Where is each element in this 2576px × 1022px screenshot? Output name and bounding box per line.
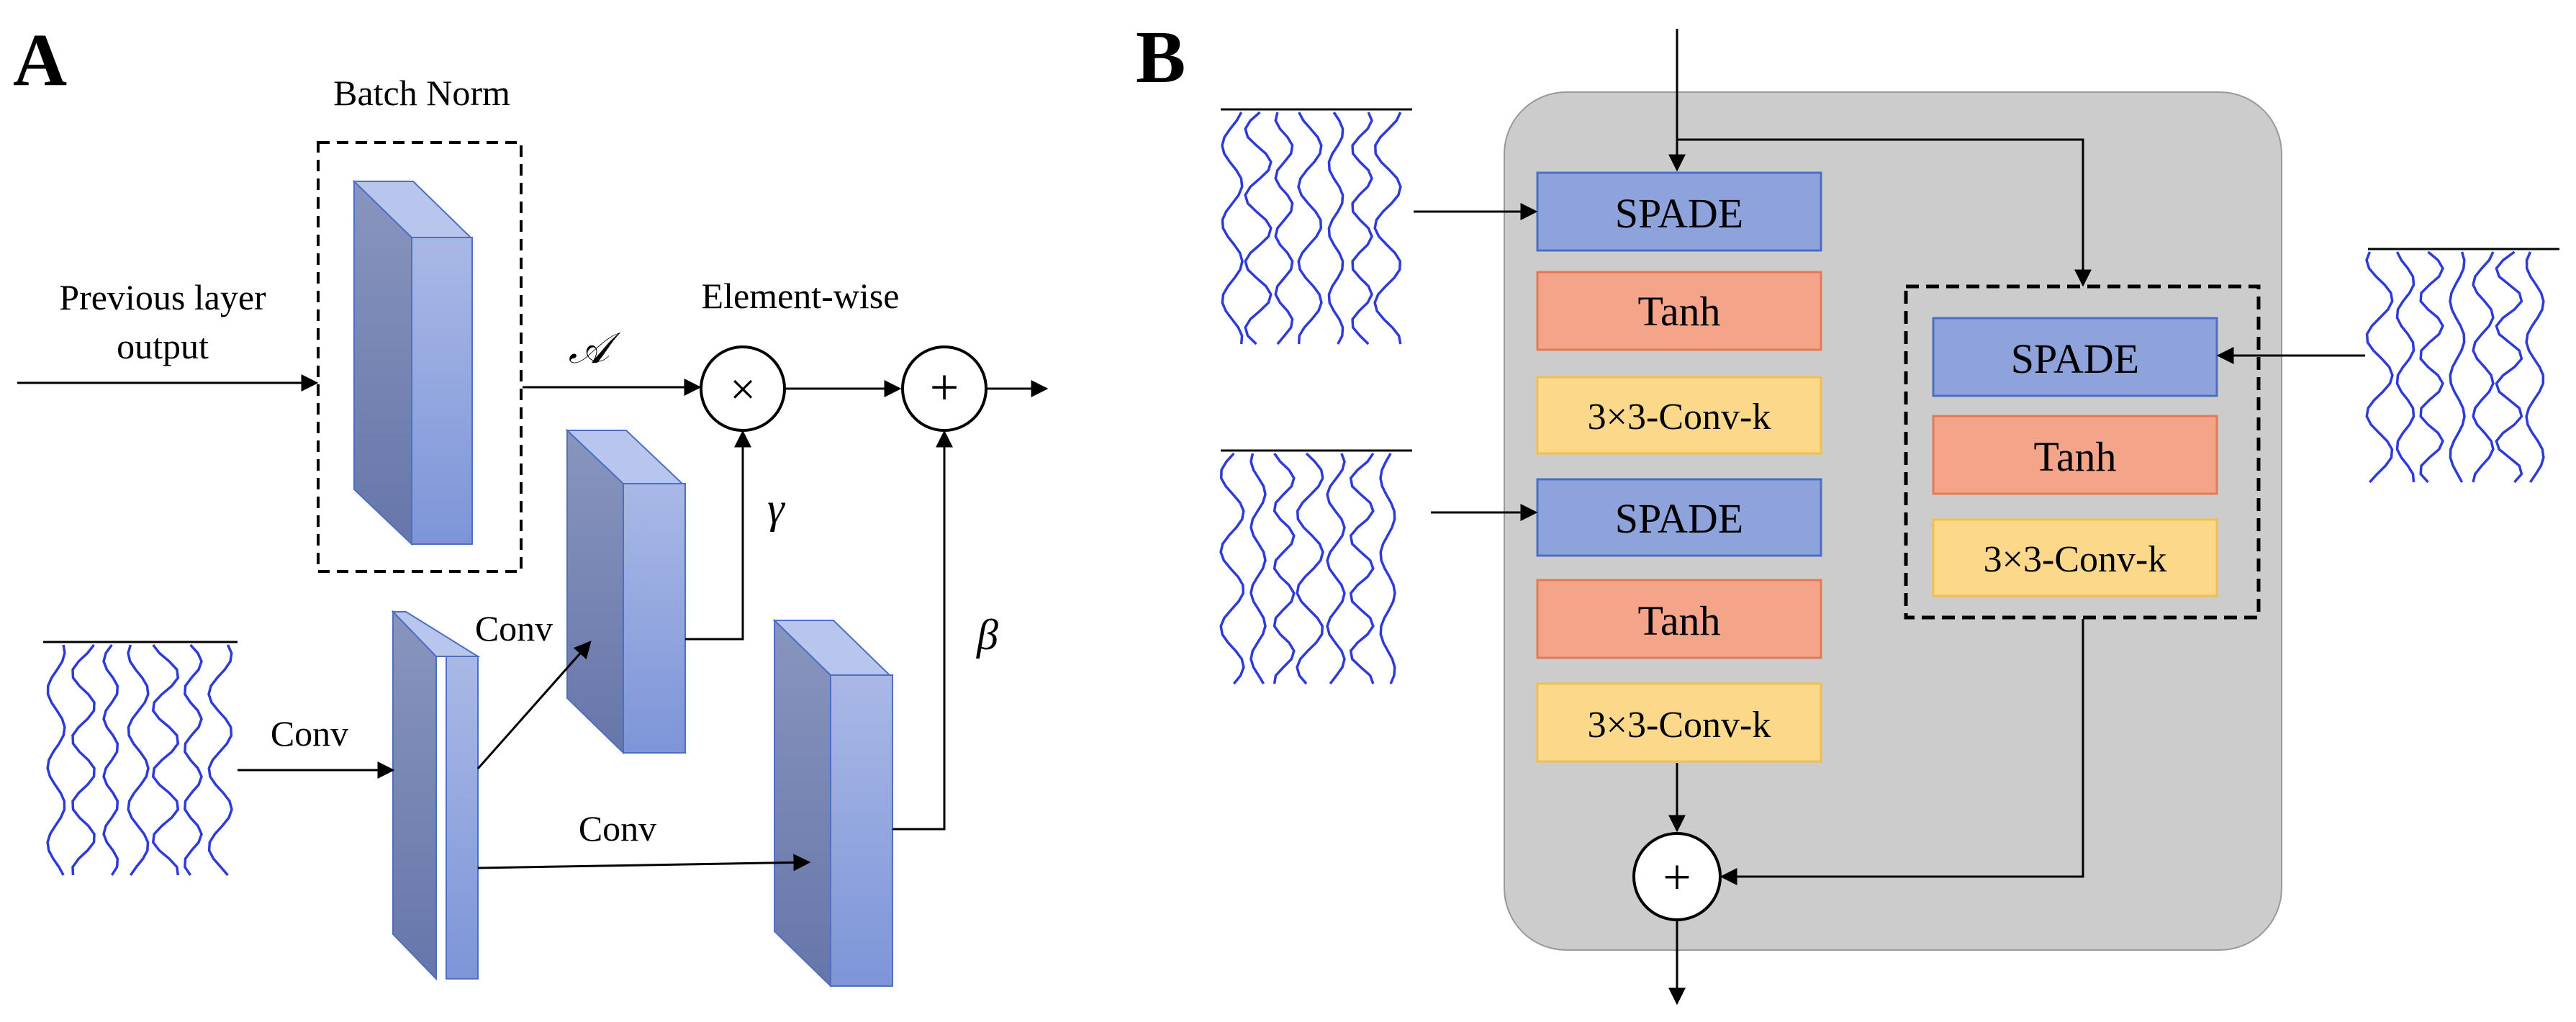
main-conv-2: 3×3-Conv-k bbox=[1536, 682, 1822, 763]
main-tanh-2-label: Tanh bbox=[1637, 597, 1720, 644]
wave-line bbox=[1379, 453, 1396, 684]
shortcut-spade: SPADE bbox=[1932, 317, 2218, 397]
main-tanh-1-label: Tanh bbox=[1637, 288, 1720, 335]
segmentation-map-b3 bbox=[2365, 248, 2559, 484]
main-spade-1-label: SPADE bbox=[1615, 190, 1743, 237]
gamma-symbol: γ bbox=[767, 484, 785, 532]
conv-label-upper: Conv bbox=[475, 608, 553, 648]
wave-line bbox=[2495, 250, 2523, 484]
beta-conv-block bbox=[772, 618, 893, 988]
segmentation-map-b2 bbox=[1219, 449, 1412, 685]
main-spade-2: SPADE bbox=[1536, 478, 1822, 557]
shortcut-conv-label: 3×3-Conv-k bbox=[1984, 539, 2167, 580]
wave-line bbox=[207, 644, 233, 877]
wave-line bbox=[184, 643, 203, 876]
wave-line bbox=[1327, 112, 1345, 345]
wave-line bbox=[1349, 453, 1375, 684]
panel-a-letter: A bbox=[13, 19, 67, 101]
shortcut-spade-label: SPADE bbox=[2011, 335, 2139, 382]
resblock-plus-symbol: + bbox=[1663, 850, 1691, 905]
shortcut-tanh: Tanh bbox=[1932, 415, 2218, 495]
conv-to-gamma-arrow bbox=[476, 641, 592, 769]
panel-b-letter: B bbox=[1136, 16, 1185, 99]
main-conv-1: 3×3-Conv-k bbox=[1536, 376, 1822, 455]
wave-line bbox=[2525, 251, 2545, 483]
shortcut-input-arrow bbox=[1677, 138, 2092, 287]
wave-line bbox=[102, 643, 119, 876]
shortcut-path: SPADE Tanh 3×3-Conv-k bbox=[1932, 317, 2218, 597]
segmentation-map-b1 bbox=[1221, 108, 1412, 345]
element-wise-label: Element-wise bbox=[702, 276, 900, 316]
wave-line bbox=[1273, 452, 1296, 684]
plus-symbol: + bbox=[930, 358, 959, 416]
panel-a: A Batch Norm Previous layer output 𝒜 Ele… bbox=[13, 19, 1049, 988]
conv-to-beta-arrow bbox=[477, 854, 811, 872]
wave-line bbox=[2395, 251, 2415, 483]
main-tanh-1: Tanh bbox=[1536, 271, 1822, 351]
shared-conv-block bbox=[391, 610, 481, 981]
wave-line bbox=[2472, 251, 2495, 483]
batch-norm-block bbox=[352, 179, 473, 546]
beta-symbol: β bbox=[976, 611, 998, 659]
shortcut-conv: 3×3-Conv-k bbox=[1932, 518, 2218, 597]
batch-norm-label: Batch Norm bbox=[333, 73, 510, 113]
script-a-symbol: 𝒜 bbox=[569, 325, 621, 372]
main-conv-1-label: 3×3-Conv-k bbox=[1588, 397, 1771, 438]
main-conv-2-label: 3×3-Conv-k bbox=[1588, 705, 1771, 746]
segmentation-map-a bbox=[43, 641, 238, 877]
wave-line bbox=[1274, 112, 1294, 345]
wave-line bbox=[151, 643, 180, 876]
previous-layer-label-line1: Previous layer bbox=[59, 277, 266, 317]
panel-b: B SPADE Tanh 3×3-Conv-k SPADE bbox=[1136, 16, 2559, 1005]
batch-norm-box bbox=[317, 141, 523, 573]
wave-line bbox=[71, 643, 96, 876]
conv-label-left: Conv bbox=[271, 713, 348, 754]
wave-line bbox=[2419, 250, 2444, 484]
wave-line bbox=[1296, 452, 1324, 685]
wave-line bbox=[46, 644, 66, 876]
main-spade-2-label: SPADE bbox=[1615, 495, 1743, 542]
wave-line bbox=[1244, 111, 1273, 345]
wave-line bbox=[1249, 453, 1267, 684]
wave-line bbox=[1221, 112, 1244, 345]
wave-line bbox=[1351, 112, 1373, 345]
times-symbol: × bbox=[730, 363, 756, 415]
wave-line bbox=[2449, 251, 2466, 483]
main-path: SPADE Tanh 3×3-Conv-k SPADE Tanh 3×3-Con… bbox=[1536, 171, 1822, 763]
wave-line bbox=[127, 644, 150, 877]
wave-line bbox=[1373, 112, 1402, 345]
shortcut-to-add-arrow bbox=[1719, 619, 2084, 885]
gamma-conv-block bbox=[565, 428, 686, 755]
main-tanh-2: Tanh bbox=[1536, 579, 1822, 659]
wave-line bbox=[2365, 251, 2394, 484]
shortcut-tanh-label: Tanh bbox=[2033, 433, 2116, 480]
beta-arrow bbox=[892, 430, 953, 831]
shortcut-box bbox=[1904, 284, 2261, 620]
gamma-arrow bbox=[685, 430, 751, 641]
main-spade-1: SPADE bbox=[1536, 171, 1822, 252]
wave-line bbox=[1297, 112, 1323, 345]
previous-layer-label-line2: output bbox=[117, 326, 209, 366]
wave-line bbox=[1326, 453, 1346, 685]
conv-label-lower: Conv bbox=[579, 808, 656, 849]
wave-line bbox=[1219, 452, 1245, 685]
